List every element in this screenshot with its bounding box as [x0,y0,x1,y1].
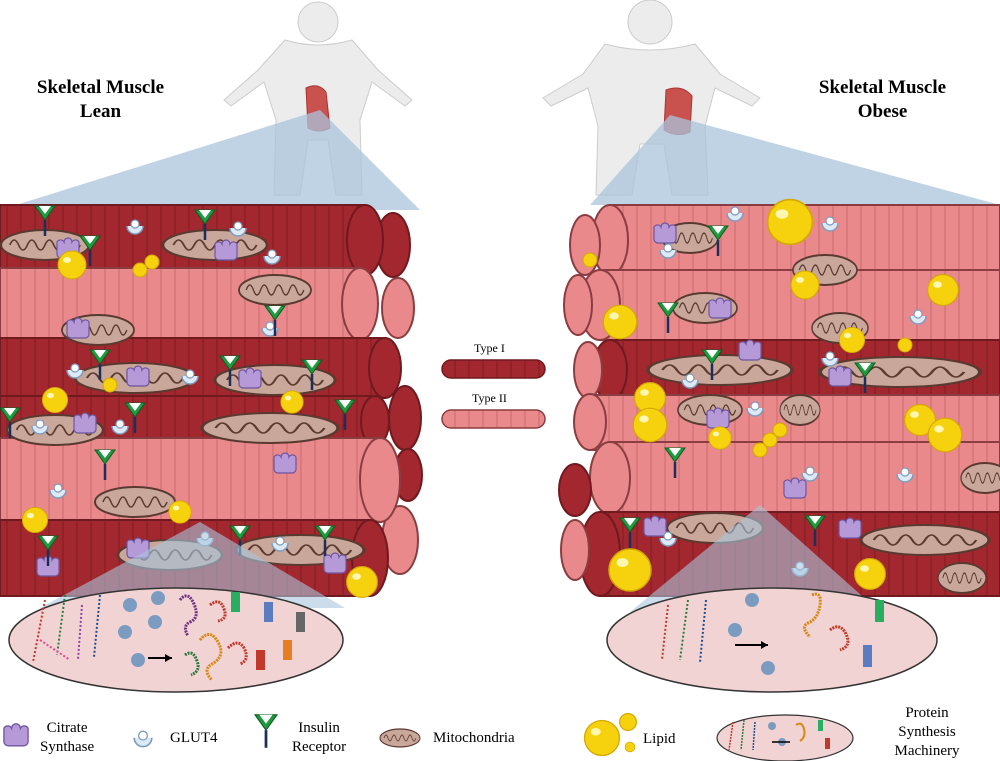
obese-projection-cone [590,115,1000,205]
lean-title-line1: Skeletal Muscle [36,77,165,98]
obese-title: Skeletal Muscle Obese [790,76,975,124]
lean-synthesis-cone [40,522,345,608]
type-1-label: Type I [474,341,505,355]
protein-synthesis-machinery-icon [716,714,854,761]
lean-projection-cone [0,110,420,210]
legend-protein-synthesis-machinery: Protein Synthesis Machinery [894,705,960,759]
lean-protein-synthesis-oval [8,587,344,693]
lean-title-line2: Lean [79,101,122,122]
type-1-fiber-swatch [441,359,546,379]
legend-lipid: Lipid [643,731,676,747]
legend-mitochondria: Mitochondria [433,730,515,746]
obese-synthesis-cone [630,505,880,612]
obese-title-line1: Skeletal Muscle [818,77,947,98]
type-2-label: Type II [472,391,507,405]
glut4-icon [133,730,153,748]
insulin-receptor-icon [253,713,279,750]
lipid-icon [583,712,638,757]
obese-muscle-bundle [558,198,1000,597]
obese-protein-synthesis-oval [606,587,938,693]
citrate-synthase-icon [3,723,29,747]
mitochondria-icon [379,728,421,748]
legend-citrate-synthase: Citrate Synthase [40,720,95,755]
lean-title: Skeletal Muscle Lean [8,76,193,124]
legend-glut4: GLUT4 [170,730,218,746]
type-2-fiber-swatch [441,409,546,429]
obese-title-line2: Obese [857,101,908,122]
legend-insulin-receptor: Insulin Receptor [292,720,347,755]
